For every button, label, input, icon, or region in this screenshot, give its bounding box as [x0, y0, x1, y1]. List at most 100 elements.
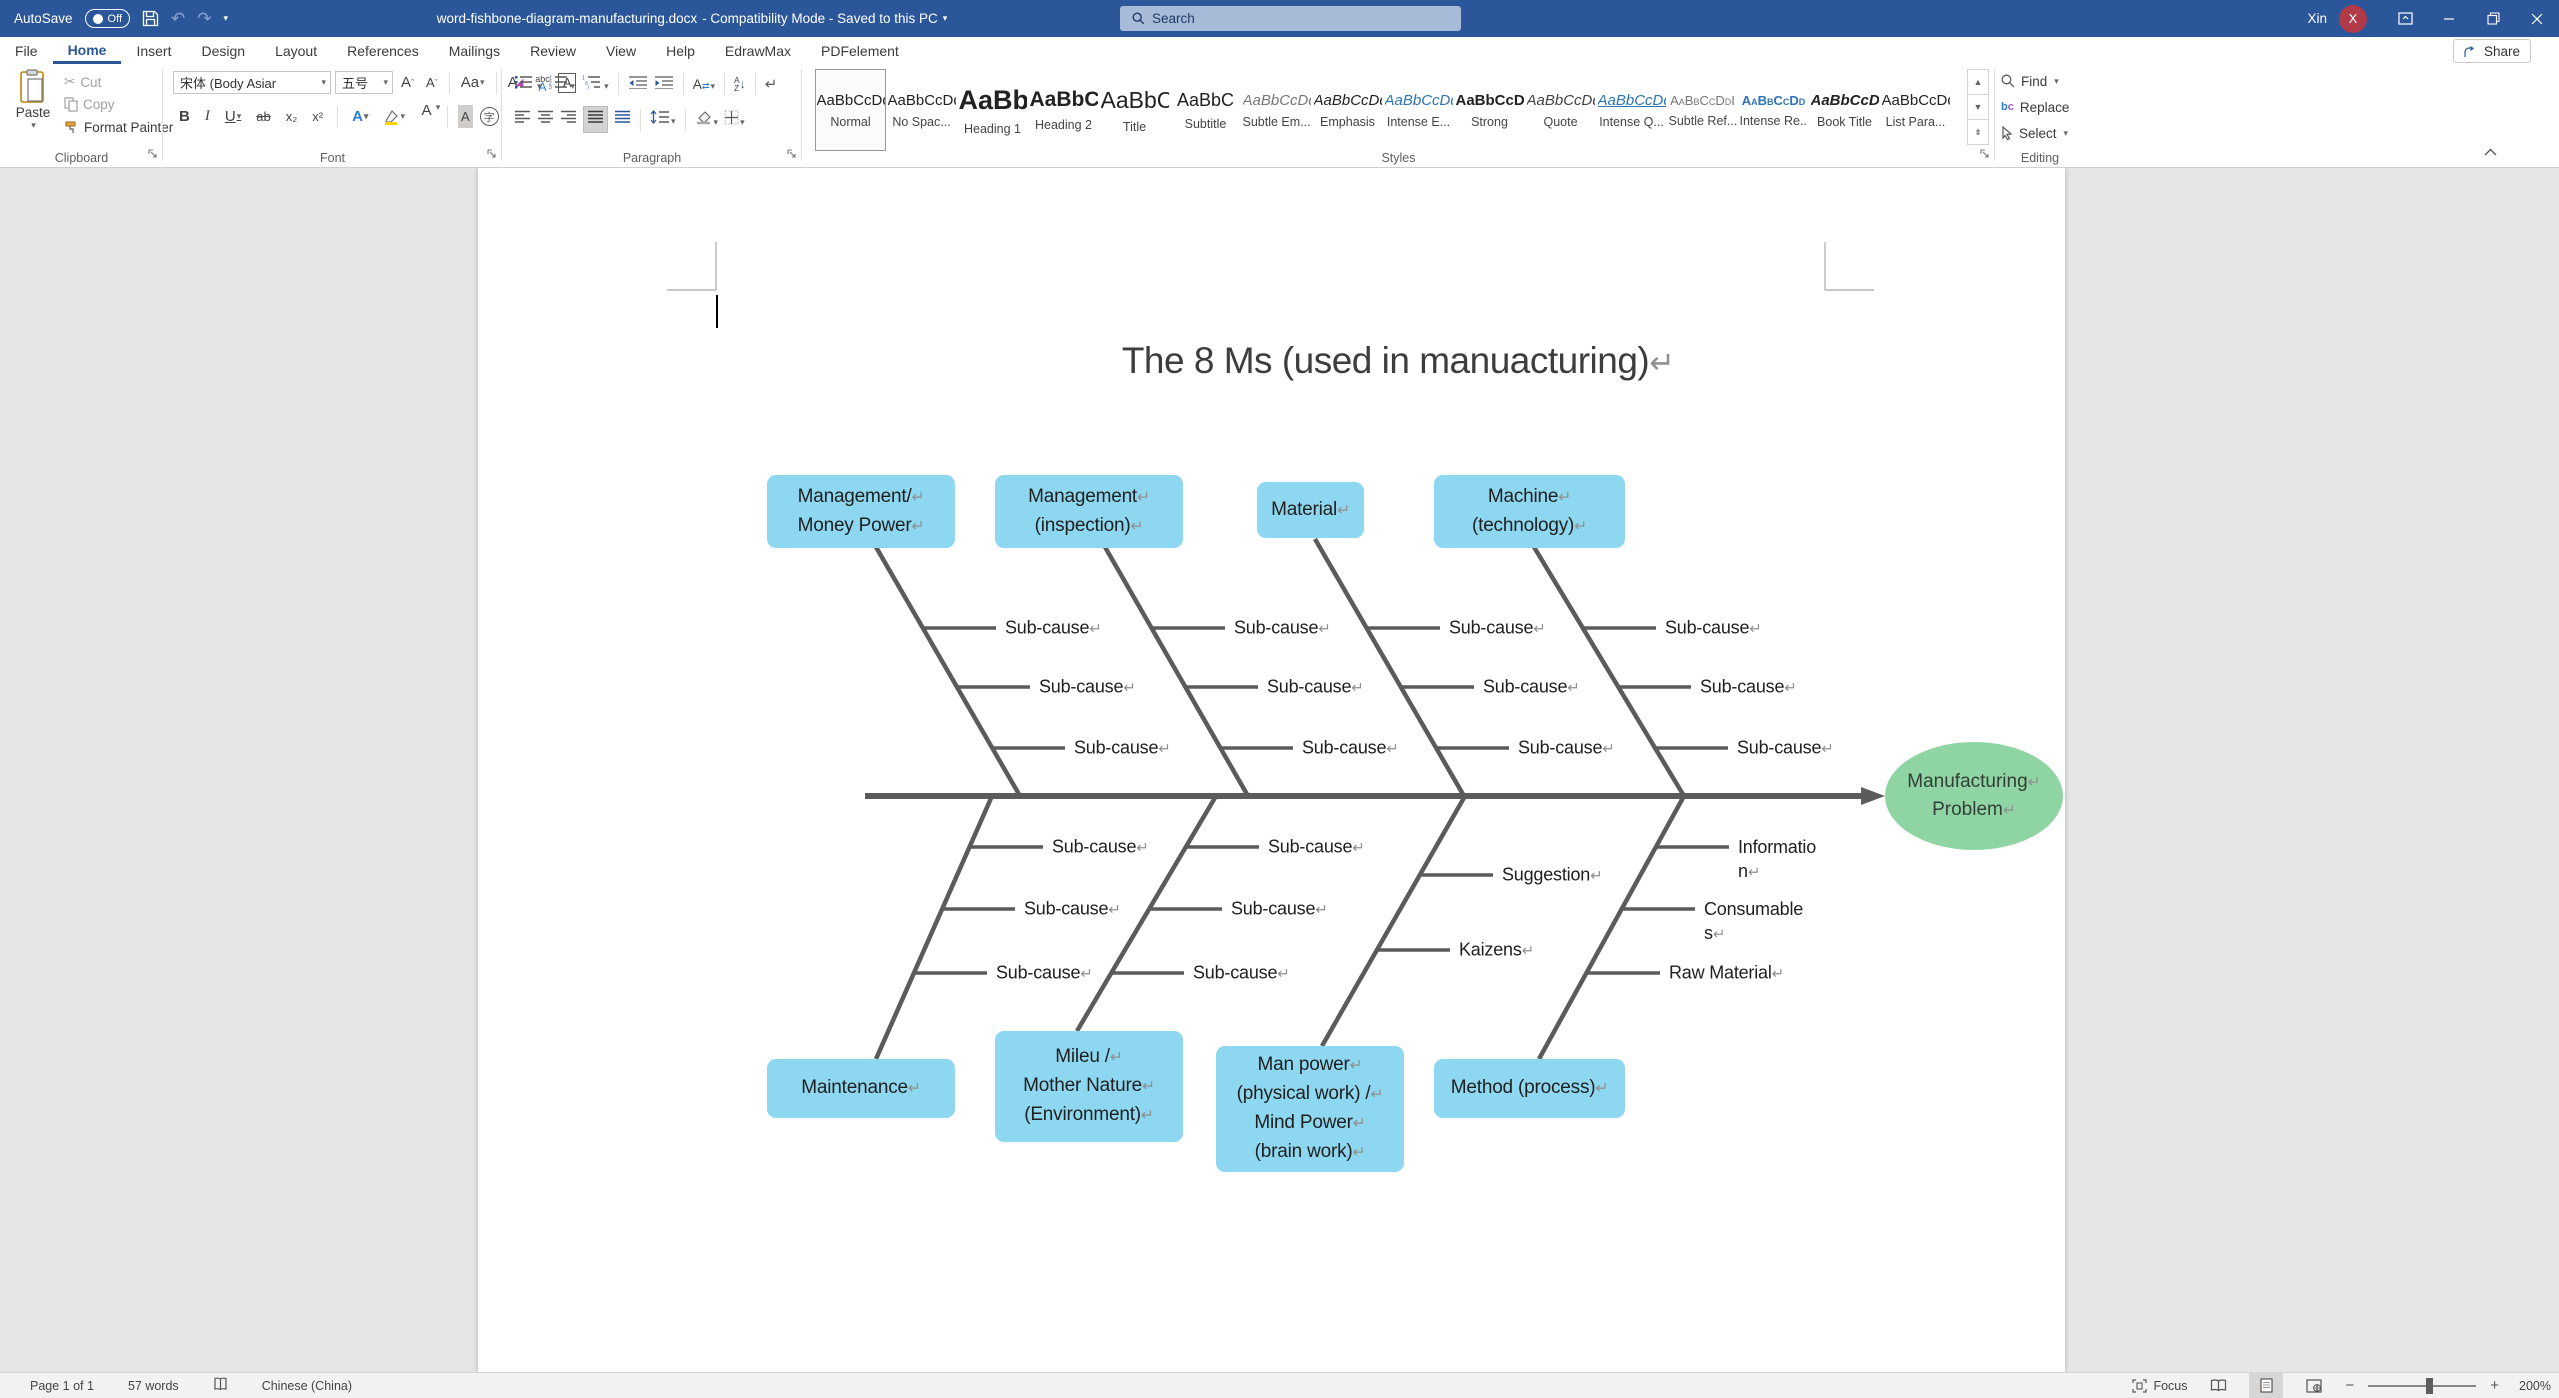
tab-view[interactable]: View	[605, 43, 637, 59]
close-button[interactable]	[2515, 0, 2559, 37]
tab-pdfelement[interactable]: PDFelement	[821, 43, 899, 59]
bone-label[interactable]: Sub-cause↵	[1005, 617, 1102, 638]
distribute-button[interactable]	[614, 110, 631, 129]
paragraph-dialog-launcher[interactable]	[787, 146, 797, 164]
bone-label[interactable]: Sub-cause↵	[1231, 898, 1328, 919]
bone-label[interactable]: Consumables↵	[1704, 899, 1804, 943]
bone-label[interactable]: Sub-cause↵	[1737, 737, 1834, 758]
tab-review[interactable]: Review	[530, 43, 576, 59]
find-dropdown-icon[interactable]: ▾	[2054, 75, 2059, 86]
justify-button[interactable]	[583, 106, 608, 133]
document-page[interactable]: The 8 Ms (used in manuacturing)↵ Managem…	[478, 168, 2065, 1372]
undo-button[interactable]: ↶	[171, 8, 186, 28]
title-dropdown-icon[interactable]: ▾	[942, 13, 948, 23]
avatar[interactable]: X	[2339, 4, 2367, 33]
paste-button[interactable]: Paste ▾	[6, 69, 60, 151]
bone-label[interactable]: Sub-cause↵	[996, 962, 1093, 983]
bone-label[interactable]: Information↵	[1738, 837, 1817, 881]
bone-label[interactable]: Sub-cause↵	[1052, 836, 1149, 857]
collapse-ribbon-button[interactable]	[2484, 143, 2497, 161]
word-count[interactable]: 57 words	[127, 1378, 179, 1393]
bone-label[interactable]: Raw Material↵	[1669, 962, 1784, 983]
bone-label[interactable]: Sub-cause↵	[1700, 676, 1797, 697]
cause-box-management-money[interactable]: Management/↵ Money Power↵	[767, 475, 955, 548]
read-mode-button[interactable]	[2201, 1373, 2235, 1398]
decrease-indent-button[interactable]	[628, 75, 648, 94]
bone-label[interactable]: Sub-cause↵	[1039, 676, 1136, 697]
highlight-color-button[interactable]: ▾	[379, 105, 409, 128]
select-button[interactable]: Select▾	[2001, 120, 2068, 146]
save-button[interactable]	[142, 10, 159, 27]
bullets-button[interactable]: ▾	[514, 75, 542, 94]
style-strong[interactable]: AaBbCcDdStrong	[1455, 91, 1524, 129]
tab-design[interactable]: Design	[201, 43, 246, 59]
web-layout-button[interactable]	[2297, 1373, 2331, 1398]
find-button[interactable]: Find▾	[2001, 68, 2059, 94]
bold-button[interactable]: B	[179, 108, 190, 125]
change-case-button[interactable]: Aa▾	[460, 74, 485, 91]
tab-home[interactable]: Home	[52, 39, 122, 64]
tab-layout[interactable]: Layout	[275, 43, 318, 59]
shading-button[interactable]: ▾	[695, 110, 719, 130]
bone-label[interactable]: Sub-cause↵	[1483, 676, 1580, 697]
tab-references[interactable]: References	[347, 43, 419, 59]
paste-dropdown-icon[interactable]: ▾	[31, 120, 36, 130]
share-button[interactable]: Share	[2452, 39, 2531, 63]
font-name-select[interactable]: 宋体 (Body Asiar▾	[173, 71, 331, 94]
cause-box-method[interactable]: Method (process)↵	[1434, 1059, 1625, 1118]
character-shading-button[interactable]: A	[457, 105, 473, 128]
zoom-out-button[interactable]: −	[2345, 1377, 2355, 1394]
bone-label[interactable]: Sub-cause↵	[1267, 676, 1364, 697]
zoom-level[interactable]: 200%	[2519, 1378, 2551, 1393]
minimize-button[interactable]	[2427, 0, 2471, 37]
ribbon-display-options-button[interactable]	[2383, 0, 2427, 37]
cut-button[interactable]: ✂ Cut	[64, 74, 102, 90]
strikethrough-button[interactable]: ab	[256, 109, 271, 124]
user-name[interactable]: Xin	[2307, 11, 2327, 26]
borders-dropdown-icon[interactable]: ▾	[740, 116, 745, 127]
bone-label[interactable]: Sub-cause↵	[1074, 737, 1171, 758]
bone-label[interactable]: Sub-cause↵	[1234, 617, 1331, 638]
bone-label[interactable]: Sub-cause↵	[1449, 617, 1546, 638]
search-input[interactable]: Search	[1120, 6, 1461, 31]
format-painter-button[interactable]: Format Painter	[64, 120, 173, 135]
proofing-status-icon[interactable]	[213, 1377, 228, 1395]
tab-mailings[interactable]: Mailings	[448, 43, 501, 59]
character-border-button[interactable]: A	[557, 72, 577, 93]
multilevel-dropdown-icon[interactable]: ▾	[604, 80, 609, 91]
styles-scroll-up-button[interactable]: ▲	[1967, 69, 1989, 95]
underline-button[interactable]: U▾	[224, 108, 242, 125]
bone-label[interactable]: Sub-cause↵	[1268, 836, 1365, 857]
document-area[interactable]: The 8 Ms (used in manuacturing)↵ Managem…	[0, 168, 2559, 1372]
bone-label[interactable]: Sub-cause↵	[1302, 737, 1399, 758]
autosave-toggle[interactable]: Off	[84, 9, 131, 28]
align-left-button[interactable]	[514, 110, 531, 129]
numbering-dropdown-icon[interactable]: ▾	[570, 80, 576, 91]
tab-file[interactable]: File	[15, 43, 38, 59]
document-heading[interactable]: The 8 Ms (used in manuacturing)↵	[1121, 340, 1675, 381]
subscript-button[interactable]: x₂	[285, 109, 298, 124]
language-indicator[interactable]: Chinese (China)	[261, 1378, 353, 1393]
tab-help[interactable]: Help	[666, 43, 695, 59]
line-spacing-dropdown-icon[interactable]: ▾	[671, 116, 676, 126]
redo-button[interactable]: ↷	[197, 8, 212, 28]
shading-dropdown-icon[interactable]: ▾	[713, 116, 719, 127]
styles-dialog-launcher[interactable]	[1980, 146, 1990, 164]
effect-ellipse-manufacturing-problem[interactable]: Manufacturing↵ Problem↵	[1885, 742, 2063, 850]
cause-box-management-inspection[interactable]: Management↵ (inspection)↵	[995, 475, 1183, 548]
show-hide-marks-button[interactable]: ↵	[764, 76, 778, 93]
text-effects-button[interactable]: A▾	[352, 108, 369, 125]
